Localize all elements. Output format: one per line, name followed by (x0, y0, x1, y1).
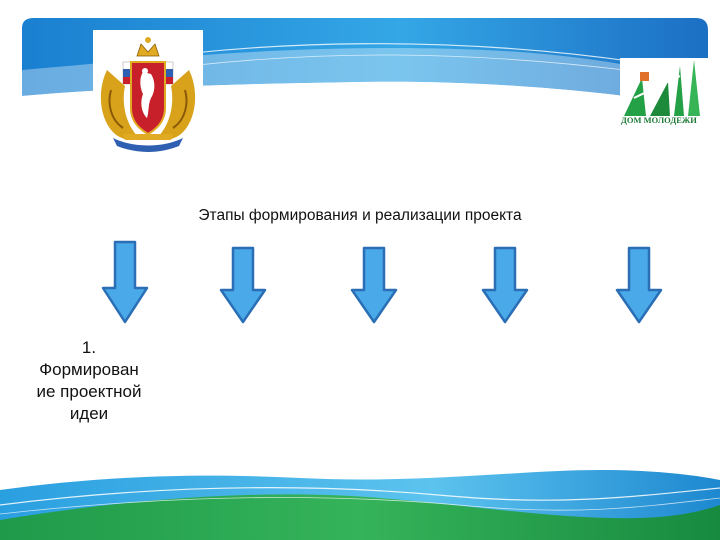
dom-molodezhi-logo: ДОМ МОЛОДЕЖИ (620, 58, 710, 130)
arrow-down-icon (615, 246, 663, 324)
arrow-down-icon (219, 246, 267, 324)
step-1-label: 1. Формирован ие проектной идеи (5, 337, 173, 425)
step-title-line: Формирован (39, 360, 139, 379)
arrow-down-icon (101, 240, 149, 324)
slide-heading: Этапы формирования и реализации проекта (198, 207, 522, 224)
arrow-down-icon (350, 246, 398, 324)
step-title-line: идеи (69, 404, 109, 423)
coat-of-arms-icon (100, 37, 196, 152)
dom-molodezhi-logo-text: ДОМ МОЛОДЕЖИ (621, 115, 697, 125)
step-number: 1. (81, 338, 97, 357)
arrow-down-icon (481, 246, 529, 324)
dom-molodezhi-logo-icon (624, 60, 700, 116)
coat-of-arms-logo (93, 30, 203, 154)
step-title-line: ие проектной (36, 382, 142, 401)
